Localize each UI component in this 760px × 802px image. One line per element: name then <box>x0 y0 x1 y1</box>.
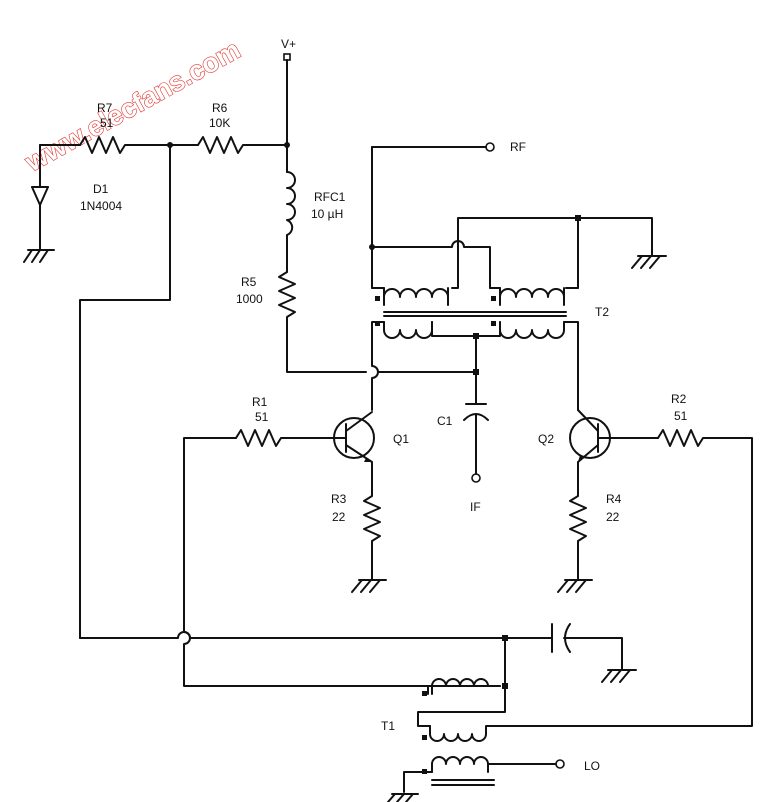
q2-name: Q2 <box>538 432 554 446</box>
transistor-q1: Q1 <box>333 411 409 485</box>
ground-symbol <box>557 579 593 593</box>
resistor-r7: R7 51 <box>79 101 131 154</box>
t1-name: T1 <box>381 719 395 733</box>
ground-symbol <box>387 793 419 802</box>
r3-value: 22 <box>332 510 346 524</box>
transformer-t2: T2 <box>375 287 609 339</box>
r3-name: R3 <box>331 492 347 506</box>
r5-value: 1000 <box>236 292 263 306</box>
lo-port: LO <box>403 759 600 793</box>
rf-label: RF <box>510 140 526 154</box>
r2-value: 51 <box>674 409 688 423</box>
r5-name: R5 <box>241 275 257 289</box>
ground-symbol <box>631 247 667 269</box>
transistor-q2: Q2 <box>538 409 611 485</box>
junction-dot <box>284 142 290 148</box>
r4-value: 22 <box>606 510 620 524</box>
rfc1-value: 10 µH <box>311 207 343 221</box>
resistor-r5: R5 1000 <box>236 271 296 323</box>
junction-dot <box>473 333 479 339</box>
ground-symbol <box>23 239 55 263</box>
t2-name: T2 <box>595 305 609 319</box>
t2-secondary-wires <box>371 321 579 411</box>
bypass-capacitor <box>551 623 623 671</box>
transformer-t1: T1 <box>381 678 506 786</box>
ground-symbol <box>351 579 387 593</box>
capacitor-c1: C1 IF <box>437 403 489 514</box>
resistor-r3: R3 22 <box>331 483 381 581</box>
r6-name: R6 <box>212 101 228 115</box>
d1-name: D1 <box>93 182 109 196</box>
r7-value: 51 <box>100 116 114 130</box>
bias-feed-wire <box>79 631 553 639</box>
r2-wire <box>499 437 753 727</box>
r1-value: 51 <box>255 410 269 424</box>
c1-name: C1 <box>437 414 453 428</box>
if-label: IF <box>470 500 481 514</box>
r1-name: R1 <box>252 395 268 409</box>
rf-port: RF <box>371 140 526 154</box>
ground-symbol <box>601 669 637 683</box>
r7-name: R7 <box>97 101 113 115</box>
supply-terminal: V+ <box>281 37 296 61</box>
diode-d1: D1 1N4004 <box>31 144 122 241</box>
resistor-r2: R2 51 <box>657 392 709 447</box>
resistor-r4: R4 22 <box>569 483 622 581</box>
resistor-r1: R1 51 <box>235 395 289 447</box>
lo-label: LO <box>584 759 600 773</box>
rfc1-name: RFC1 <box>314 190 346 204</box>
bias-wires <box>39 59 367 639</box>
r1-wire <box>183 437 501 687</box>
r6-value: 10K <box>209 116 230 130</box>
junction-dot <box>167 142 173 148</box>
supply-label: V+ <box>281 37 296 51</box>
t2-wires <box>371 146 653 289</box>
q1-name: Q1 <box>393 432 409 446</box>
resistor-r6: R6 10K <box>197 101 249 154</box>
junction-dot <box>575 215 581 221</box>
inductor-rfc1: RFC1 10 µH <box>286 171 346 236</box>
d1-value: 1N4004 <box>80 199 122 213</box>
r2-name: R2 <box>671 392 687 406</box>
r4-name: R4 <box>606 492 622 506</box>
junction-dot <box>369 244 375 250</box>
